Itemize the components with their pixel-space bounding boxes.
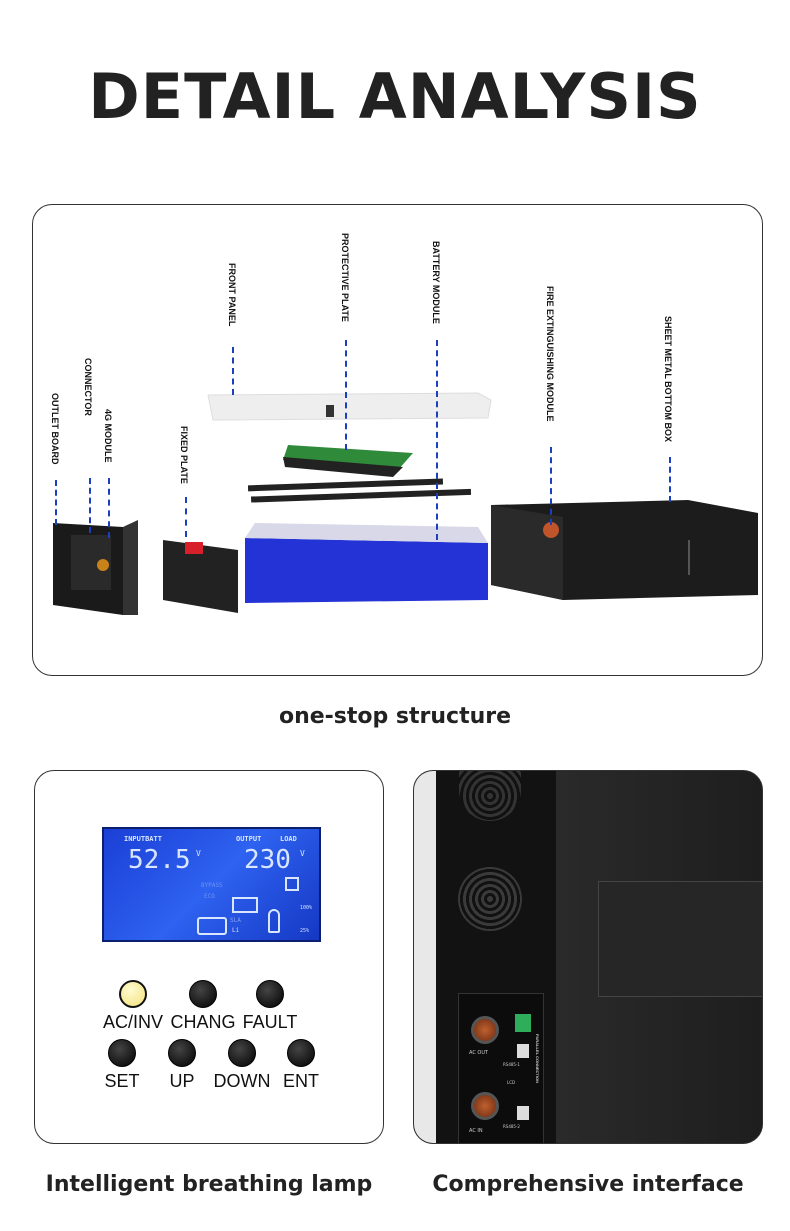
fault-indicator — [256, 980, 284, 1008]
ac-in-label: AC IN — [469, 1128, 483, 1134]
structure-panel: FRONT PANEL PROTECTIVE PLATE BATTERY MOD… — [32, 204, 763, 676]
label-bottom-box: SHEET METAL BOTTOM BOX — [663, 316, 673, 443]
set-button[interactable] — [108, 1039, 136, 1067]
protective-plate-part — [283, 445, 413, 477]
label-battery-module: BATTERY MODULE — [431, 241, 441, 324]
port-panel: AC OUT AC IN RS485-1 RS485-2 LCD PARALLE… — [458, 993, 544, 1143]
leader-line — [108, 478, 110, 538]
bulb-icon — [268, 909, 280, 933]
lcd-output-value: 230 — [244, 845, 291, 875]
interface-caption: Comprehensive interface — [432, 1172, 744, 1197]
label-fixed-plate: FIXED PLATE — [179, 426, 189, 484]
mounting-bracket — [598, 881, 762, 997]
outlet-board-part — [53, 520, 138, 615]
exploded-view-illustration — [53, 392, 758, 615]
up-button[interactable] — [168, 1039, 196, 1067]
lcd-pct-low: 25% — [300, 928, 310, 934]
fault-label: FAULT — [242, 1012, 298, 1032]
label-4g-module: 4G MODULE — [103, 409, 113, 463]
inverter-icon — [232, 897, 258, 913]
rail-part — [247, 478, 444, 492]
lamp-caption: Intelligent breathing lamp — [45, 1172, 373, 1197]
lcd-sla: SLA — [230, 917, 241, 924]
down-button[interactable] — [228, 1039, 256, 1067]
leader-line — [669, 457, 671, 502]
sheet-metal-box-part — [491, 500, 758, 600]
lcd-input-label: INPUTBATT — [124, 835, 162, 843]
lcd-eco: ECO — [204, 893, 215, 900]
ac-in-port[interactable] — [471, 1092, 499, 1120]
battery-module-part — [245, 523, 488, 603]
ac-out-label: AC OUT — [469, 1050, 489, 1056]
parallel-label: PARALLEL CONNECTION — [535, 1034, 540, 1083]
label-connector: CONNECTOR — [83, 358, 93, 416]
lcd-label: LCD — [507, 1080, 516, 1085]
leader-line — [55, 480, 57, 525]
rs485-1-port[interactable] — [517, 1044, 529, 1058]
fan-icon — [459, 771, 521, 821]
ent-button[interactable] — [287, 1039, 315, 1067]
lcd-pct-high: 100% — [300, 905, 313, 911]
leader-line — [185, 497, 187, 537]
leader-line — [550, 447, 552, 525]
ent-label: ENT — [283, 1071, 319, 1091]
up-label: UP — [169, 1071, 195, 1091]
chang-indicator — [189, 980, 217, 1008]
label-front-panel: FRONT PANEL — [227, 263, 237, 327]
rs485-2-label: RS485-2 — [503, 1124, 520, 1129]
rail-part — [250, 488, 472, 503]
ac-inv-indicator — [119, 980, 147, 1008]
ac-inv-label: AC/INV — [102, 1012, 164, 1032]
ac-out-port[interactable] — [471, 1016, 499, 1044]
set-label: SET — [104, 1071, 140, 1091]
rs485-1-label: RS485-1 — [503, 1062, 520, 1067]
label-outlet-board: OUTLET BOARD — [50, 393, 60, 465]
leader-line — [232, 347, 234, 395]
fan-icon — [458, 867, 522, 931]
interface-photo: AC OUT AC IN RS485-1 RS485-2 LCD PARALLE… — [413, 770, 763, 1144]
lcd-li: Li — [232, 927, 240, 934]
leader-line — [345, 340, 347, 450]
rs485-2-port[interactable] — [517, 1106, 529, 1120]
chang-label: CHANG — [170, 1012, 236, 1032]
front-panel-part — [207, 392, 492, 421]
lcd-load-label: LOAD — [280, 835, 297, 843]
fixed-plate-part — [163, 540, 238, 613]
down-label: DOWN — [213, 1071, 271, 1091]
structure-caption: one-stop structure — [278, 704, 512, 729]
lcd-input-unit: V — [196, 849, 201, 858]
lcd-output-unit: V — [300, 849, 305, 858]
lcd-display: INPUTBATT 52.5 V OUTPUT LOAD 230 V BYPAS… — [102, 827, 321, 942]
lcd-input-value: 52.5 — [128, 845, 191, 875]
mute-icon — [285, 877, 299, 891]
cabinet-edge — [414, 771, 436, 1143]
leader-line — [89, 478, 91, 533]
dry-contact-terminal[interactable] — [515, 1014, 531, 1032]
lcd-output-label: OUTPUT — [236, 835, 262, 843]
lcd-bypass: BYPASS — [201, 882, 223, 889]
battery-icon — [197, 917, 227, 935]
label-protective-plate: PROTECTIVE PLATE — [340, 233, 350, 322]
label-fire-module: FIRE EXTINGUISHING MODULE — [545, 286, 555, 422]
leader-line — [436, 340, 438, 540]
page-title: DETAIL ANALYSIS — [88, 60, 702, 133]
